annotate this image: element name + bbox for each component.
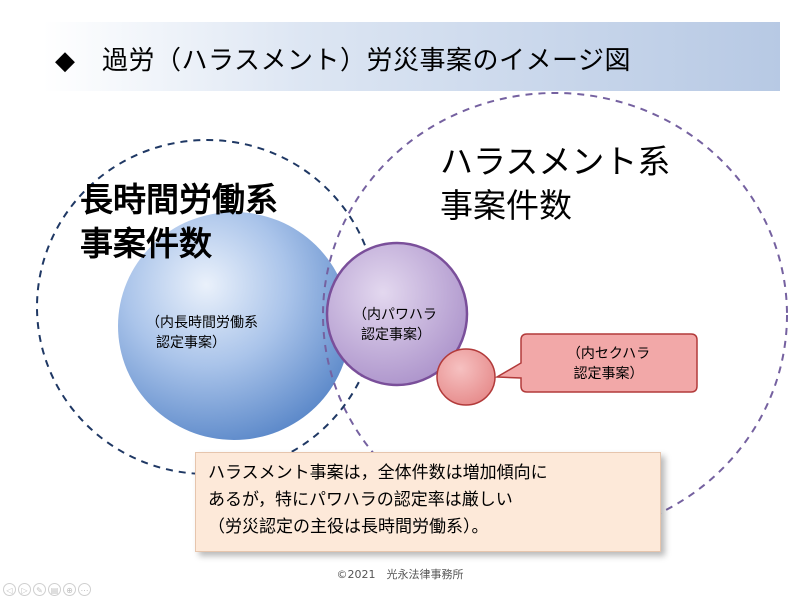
- note-line: （労災認定の主役は長時間労働系）。: [208, 517, 489, 537]
- title-bar: [43, 22, 780, 91]
- pen-icon[interactable]: ✎: [33, 583, 46, 596]
- copyright-footer: ©2021 光永法律事務所: [336, 568, 464, 581]
- note-box: ハラスメント事案は，全体件数は増加傾向に あるが，特にパワハラの認定率は厳しい …: [195, 452, 661, 552]
- sexual-harassment-circle: [436, 348, 496, 406]
- sexual-harassment-callout: [494, 333, 698, 393]
- long-hours-certified-circle: [118, 212, 350, 440]
- slide-menu-icon[interactable]: ▤: [48, 583, 61, 596]
- next-slide-icon[interactable]: ▷: [18, 583, 31, 596]
- slide-title: ◆ 過労（ハラスメント）労災事案のイメージ図: [55, 46, 631, 76]
- note-line: ハラスメント事案は，全体件数は増加傾向に: [208, 463, 548, 483]
- long-hours-certified-label: （内長時間労働系 認定事案）: [146, 315, 258, 351]
- zoom-icon[interactable]: ⊕: [63, 583, 76, 596]
- long-hours-label: 長時間労働系 事案件数: [80, 180, 278, 263]
- previous-slide-icon[interactable]: ◁: [3, 583, 16, 596]
- power-harassment-circle: [325, 241, 469, 387]
- more-options-icon[interactable]: ⋯: [78, 583, 91, 596]
- power-harassment-label: （内パワハラ 認定事案）: [353, 307, 437, 343]
- slideshow-controls: ◁ ▷ ✎ ▤ ⊕ ⋯: [3, 583, 91, 596]
- sexual-harassment-label: （内セクハラ 認定事案）: [566, 346, 651, 382]
- note-line: あるが，特にパワハラの認定率は厳しい: [208, 490, 513, 510]
- harassment-label: ハラスメント系 事案件数: [440, 142, 671, 225]
